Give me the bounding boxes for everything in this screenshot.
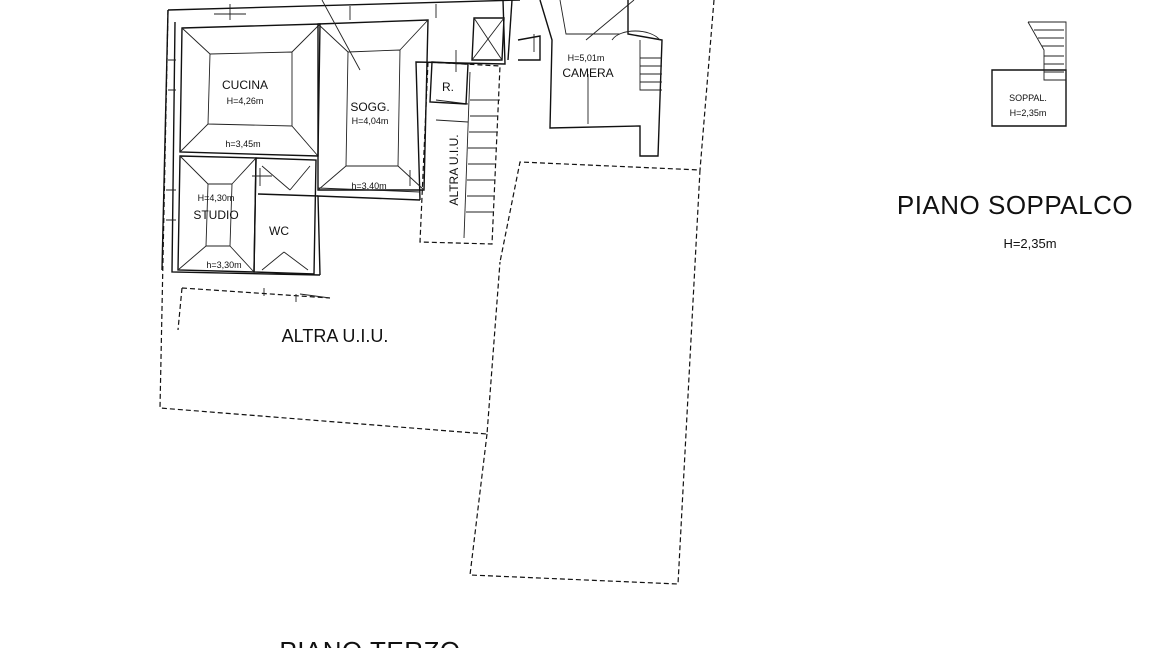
ripostiglio-label: R. — [442, 80, 454, 94]
soppalco-title: PIANO SOPPALCO — [897, 190, 1133, 220]
wc-room — [253, 157, 319, 275]
soggiorno-height: H=4,04m — [352, 116, 389, 126]
apartment-walls — [161, 0, 521, 276]
outer-boundary — [159, 0, 715, 585]
door-window-ticks — [166, 4, 535, 302]
altra-uiu-main-label: ALTRA U.I.U. — [282, 326, 389, 346]
soggiorno-room — [317, 0, 429, 193]
cucina-height: H=4,26m — [227, 96, 264, 106]
cucina-label: CUCINA — [222, 78, 268, 92]
wc-label: WC — [269, 224, 289, 238]
camera-label: CAMERA — [562, 66, 613, 80]
soppalco-room-label: SOPPAL. — [1009, 93, 1047, 103]
studio-label: STUDIO — [193, 208, 238, 222]
altra-uiu-stair — [419, 61, 501, 245]
soppalco-height: H=2,35m — [1003, 236, 1056, 251]
altra-uiu-vertical-label: ALTRA U.I.U. — [447, 134, 461, 205]
soppalco-room-height: H=2,35m — [1010, 108, 1047, 118]
soggiorno-low-height: h=3,40m — [351, 181, 386, 191]
piano-terzo-title: PIANO TERZO — [279, 636, 460, 648]
camera-height: H=5,01m — [568, 53, 605, 63]
camera-room — [517, 0, 663, 157]
shaft — [471, 17, 505, 61]
studio-low-height: h=3,30m — [206, 260, 241, 270]
cucina-low-height: h=3,45m — [225, 139, 260, 149]
soppalco-plan — [991, 21, 1067, 127]
studio-height: H=4,30m — [198, 193, 235, 203]
soggiorno-label: SOGG. — [350, 100, 389, 114]
